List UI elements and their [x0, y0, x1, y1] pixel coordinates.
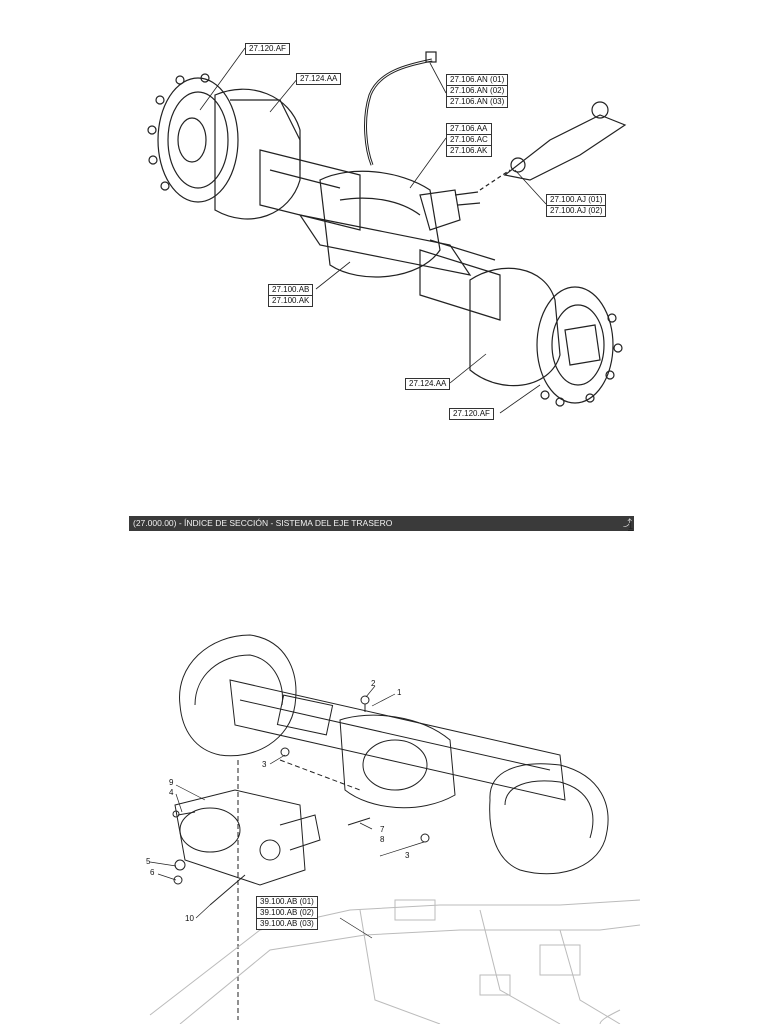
item-number: 2 [371, 679, 376, 688]
ref-box-03: 39.100.AB (03) [256, 918, 318, 930]
callout-housing-ak: 27.100.AK [268, 295, 314, 307]
item-number: 6 [150, 868, 155, 877]
callout-diff-ac: 27.106.AC [446, 134, 492, 145]
ref-box-stack: 39.100.AB (01) 39.100.AB (02) 39.100.AB … [256, 896, 318, 930]
callout-diff-stack: 27.106.AA 27.106.AC 27.106.AK [446, 123, 492, 157]
callout-diff-aa: 27.106.AA [446, 123, 492, 134]
callout-housing-stack: 27.100.AB 27.100.AK [268, 284, 314, 307]
callout-hose-02: 27.106.AN (02) [446, 85, 509, 96]
callout-housing-ab: 27.100.AB [268, 284, 314, 295]
item-number: 1 [397, 688, 402, 697]
item-number: 4 [169, 788, 174, 797]
item-number: 7 [380, 825, 385, 834]
callout-shaft-stack: 27.100.AJ (01) 27.100.AJ (02) [546, 194, 607, 217]
ref-box-02: 39.100.AB (02) [256, 907, 318, 918]
callout-hose-03: 27.106.AN (03) [446, 96, 509, 108]
callout-hose-01: 27.106.AN (01) [446, 74, 509, 85]
section-header-bar[interactable]: (27.000.00) - ÍNDICE DE SECCIÓN - SISTEM… [129, 516, 634, 531]
item-number: 3 [405, 851, 410, 860]
item-number: 3 [262, 760, 267, 769]
callout-planetary-left: 27.124.AA [296, 73, 342, 85]
callout-hose-stack: 27.106.AN (01) 27.106.AN (02) 27.106.AN … [446, 74, 509, 108]
callout-shaft-01: 27.100.AJ (01) [546, 194, 607, 205]
ref-box-01: 39.100.AB (01) [256, 896, 318, 907]
section-title[interactable]: (27.000.00) - ÍNDICE DE SECCIÓN - SISTEM… [133, 518, 393, 528]
callout-hub-left: 27.120.AF [245, 43, 290, 55]
page-corner-icon: ⤴ [622, 518, 632, 528]
item-number: 10 [185, 914, 194, 923]
callout-planetary-right: 27.124.AA [405, 378, 451, 390]
callout-shaft-02: 27.100.AJ (02) [546, 205, 607, 217]
callout-diff-ak: 27.106.AK [446, 145, 492, 157]
item-number: 8 [380, 835, 385, 844]
callout-hub-right: 27.120.AF [449, 408, 494, 420]
page-mark[interactable]: 1 [628, 521, 634, 531]
item-number: 5 [146, 857, 151, 866]
item-number: 9 [169, 778, 174, 787]
